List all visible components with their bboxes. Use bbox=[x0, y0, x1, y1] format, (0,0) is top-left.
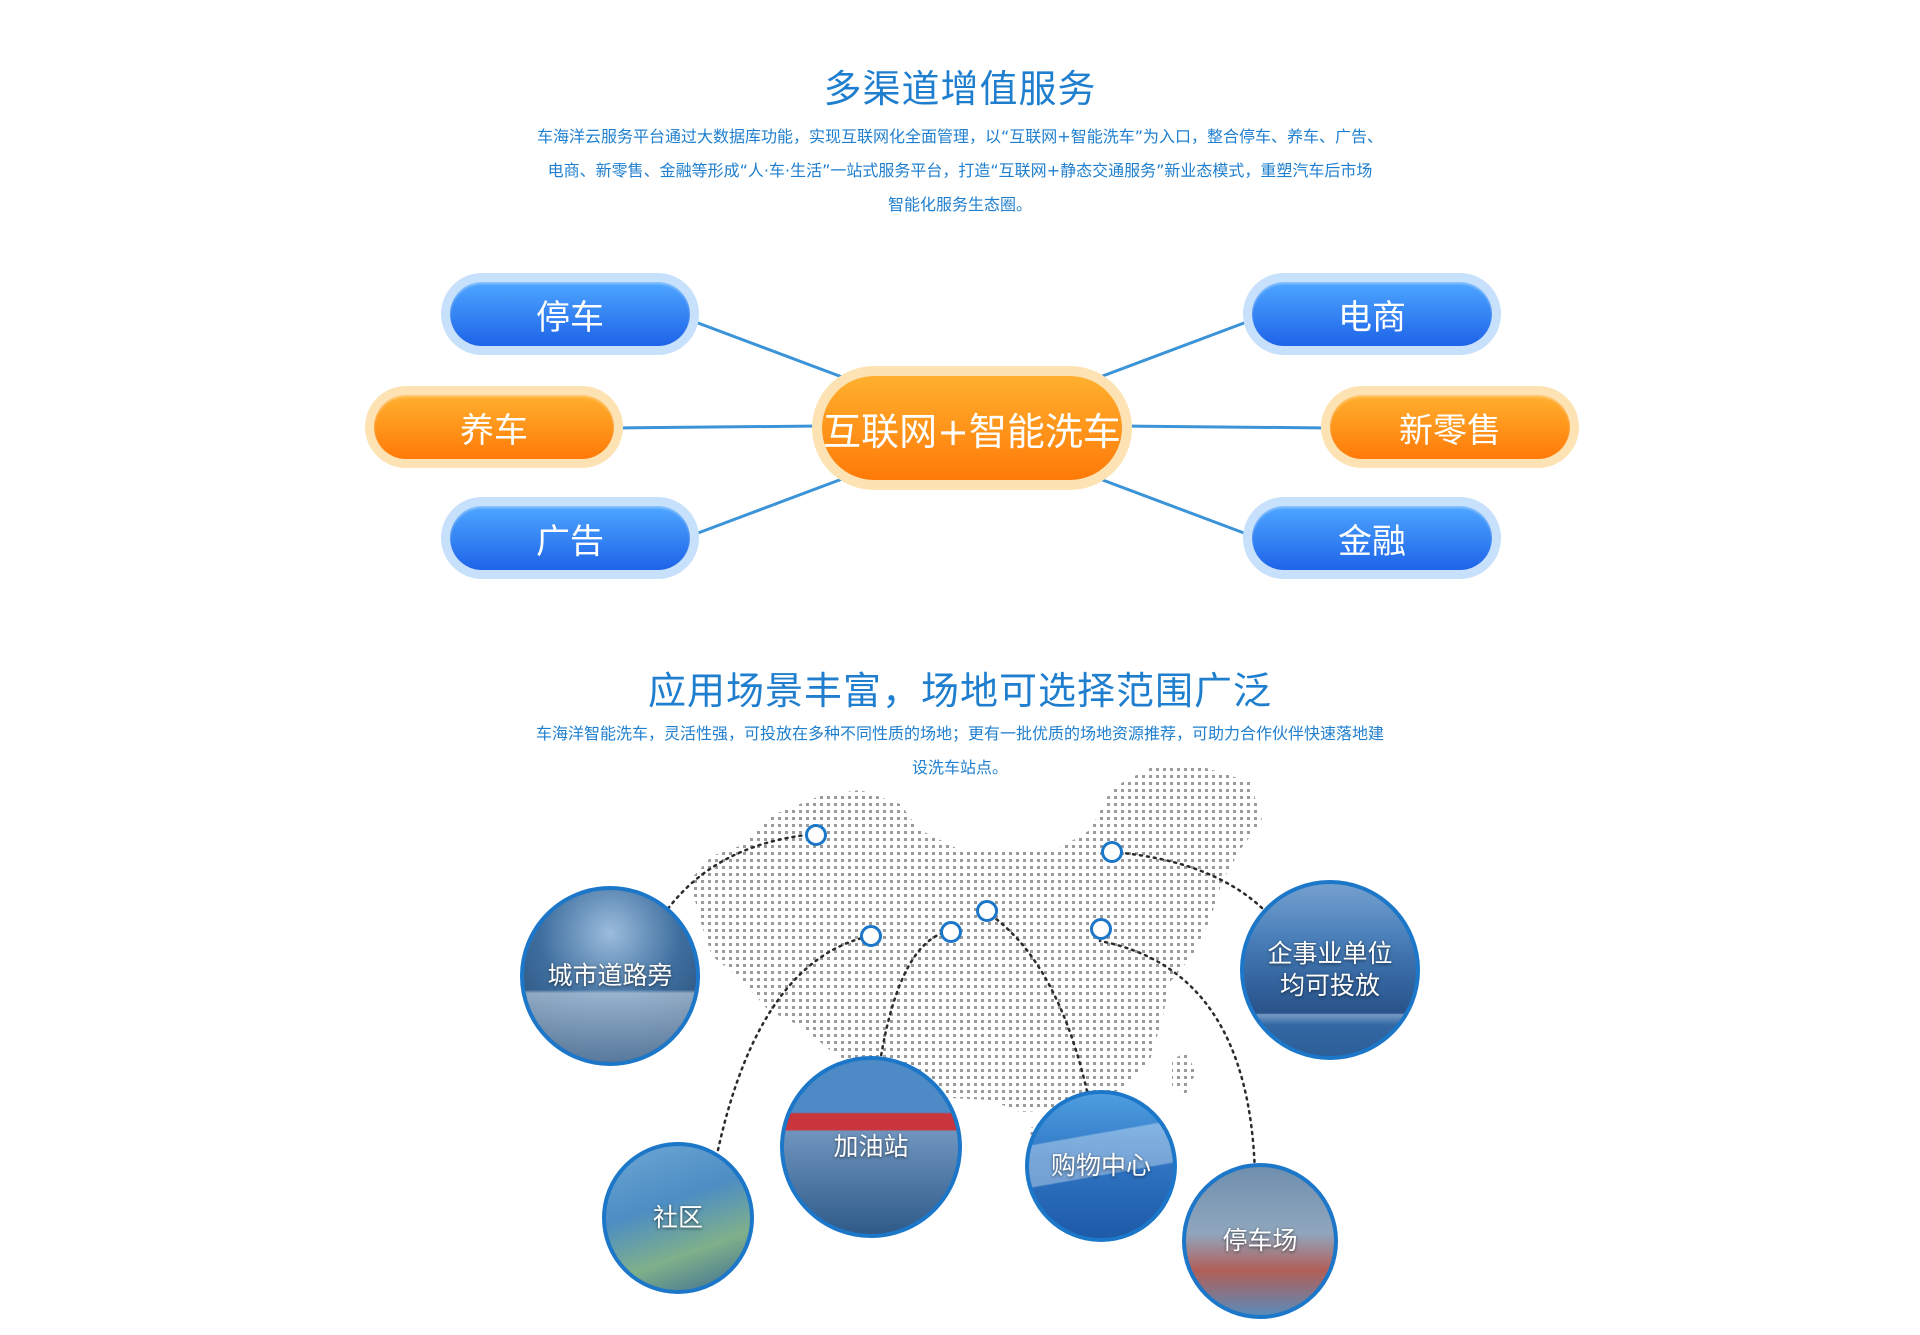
taiwan-shape bbox=[1172, 1052, 1196, 1094]
connector-maintenance bbox=[614, 424, 821, 430]
map-pin-northeast bbox=[1101, 841, 1123, 863]
scene-community-label: 社区 bbox=[652, 1203, 703, 1232]
map-pin-east bbox=[1090, 918, 1112, 940]
link-gas bbox=[878, 929, 952, 1064]
scene-roadside-label: 城市道路旁 bbox=[547, 961, 673, 990]
desc-line: 智能化服务生态圈。 bbox=[887, 195, 1032, 214]
node-maintenance: 养车 bbox=[374, 395, 614, 459]
desc-line: 车海洋智能洗车，灵活性强，可投放在多种不同性质的场地；更有一批优质的场地资源推荐… bbox=[535, 724, 1384, 743]
connector-ecommerce bbox=[1091, 318, 1253, 382]
scenes-map: 城市道路旁 企事业单位 均可投放 社区 加油站 购物中心 停车场 bbox=[0, 760, 1920, 1335]
link-mall bbox=[983, 909, 1092, 1107]
scene-gas-station-label: 加油站 bbox=[833, 1132, 909, 1161]
scene-company-label: 企事业单位 均可投放 bbox=[1267, 938, 1392, 1002]
connector-finance bbox=[1091, 474, 1253, 538]
link-parking bbox=[1098, 939, 1257, 1178]
connector-advertising bbox=[689, 474, 851, 538]
node-new-retail: 新零售 bbox=[1330, 395, 1570, 459]
node-advertising: 广告 bbox=[450, 506, 690, 570]
scene-company: 企事业单位 均可投放 bbox=[1240, 880, 1420, 1060]
map-pin-center bbox=[976, 900, 998, 922]
map-pin-northwest bbox=[805, 824, 827, 846]
center-node: 互联网+智能洗车 bbox=[822, 376, 1122, 480]
scene-shopping-mall-label: 购物中心 bbox=[1050, 1151, 1151, 1180]
section-title-services: 多渠道增值服务 bbox=[823, 67, 1097, 111]
desc-line: 电商、新零售、金融等形成“人·车·生活”一站式服务平台，打造“互联网+静态交通服… bbox=[547, 161, 1373, 180]
china-dot-map bbox=[658, 766, 1264, 1178]
connector-parking bbox=[689, 318, 851, 382]
scene-company-line2: 均可投放 bbox=[1279, 971, 1380, 1000]
service-mindmap: 互联网+智能洗车 停车 养车 广告 电商 新零售 金融 bbox=[0, 0, 1920, 620]
scene-community: 社区 bbox=[602, 1142, 754, 1294]
node-ecommerce: 电商 bbox=[1252, 282, 1492, 346]
node-finance: 金融 bbox=[1252, 506, 1492, 570]
mindmap-connectors bbox=[614, 318, 1331, 538]
scene-parking-lot: 停车场 bbox=[1182, 1163, 1338, 1319]
link-community bbox=[716, 934, 872, 1152]
desc-line: 车海洋云服务平台通过大数据库功能，实现互联网化全面管理，以“互联网+智能洗车”为… bbox=[537, 127, 1383, 146]
scene-roadside: 城市道路旁 bbox=[520, 886, 700, 1066]
node-parking: 停车 bbox=[450, 282, 690, 346]
scene-parking-lot-label: 停车场 bbox=[1222, 1226, 1298, 1255]
connector-new-retail bbox=[1119, 424, 1331, 430]
map-pin-central bbox=[940, 921, 962, 943]
scene-gas-station: 加油站 bbox=[780, 1056, 962, 1238]
desc-line: 设洗车站点。 bbox=[911, 758, 1008, 777]
scene-shopping-mall: 购物中心 bbox=[1025, 1090, 1177, 1242]
section-desc-scenes: 车海洋智能洗车，灵活性强，可投放在多种不同性质的场地；更有一批优质的场地资源推荐… bbox=[510, 717, 1410, 785]
scene-company-line1: 企事业单位 bbox=[1267, 939, 1393, 968]
section-title-scenes: 应用场景丰富，场地可选择范围广泛 bbox=[647, 669, 1272, 713]
section-desc-services: 车海洋云服务平台通过大数据库功能，实现互联网化全面管理，以“互联网+智能洗车”为… bbox=[510, 120, 1410, 222]
map-pin-west bbox=[860, 925, 882, 947]
